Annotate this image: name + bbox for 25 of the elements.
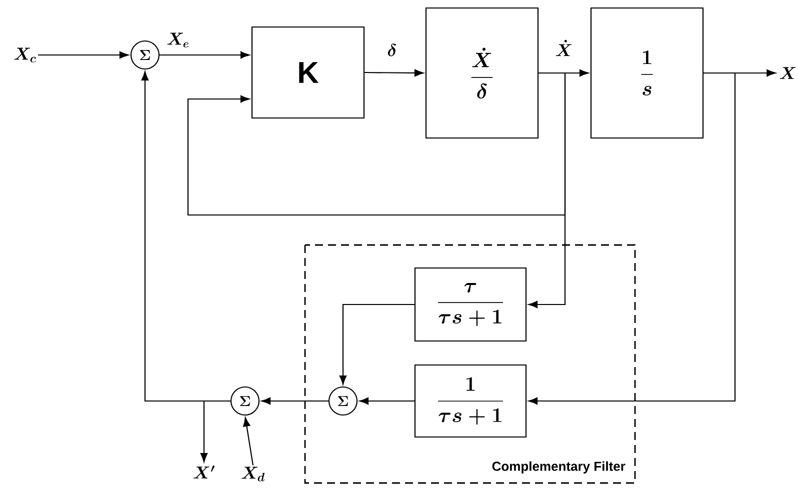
summing-junction: $\Sigma$ [230,386,260,416]
summing-junction: $\Sigma$ [130,40,160,70]
arrow [38,51,129,59]
transfer-function-box: $\frac{1}{s}$ [590,7,704,139]
arrow [200,400,230,462]
arrow [261,397,328,405]
arrow [528,72,566,308]
signal-label: $X_d$ [242,466,265,482]
arrow [160,51,250,59]
arrow [243,417,254,466]
transfer-function-box: $\frac{\dot{X}}{\delta}$ [425,7,539,139]
summing-junction: $\Sigma$ [328,386,358,416]
signal-label: $X'$ [194,465,215,478]
signal-label: $X$ [780,67,796,79]
transfer-function-box: K [251,26,365,119]
transfer-function-box: $\frac{\tau}{\tau s+1}$ [414,267,527,342]
arrow [339,304,414,385]
transfer-function-box: $\frac{1}{\tau s+1}$ [414,364,527,438]
edge-label: $\delta$ [388,44,396,56]
arrow [359,397,414,405]
arrow [364,69,424,77]
edge-label: $\dot{X}$ [556,40,572,56]
arrow [528,72,736,405]
edge-label: $X_e$ [167,32,188,48]
signal-label: $X_c$ [14,48,36,62]
